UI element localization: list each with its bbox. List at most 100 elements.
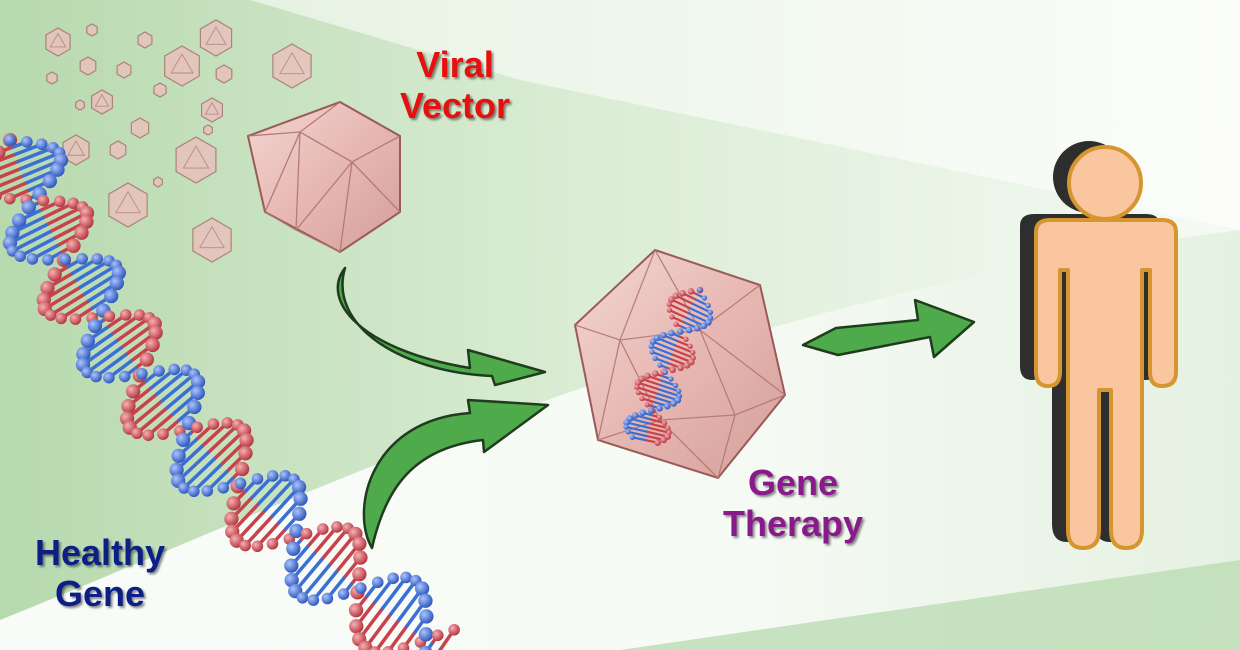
dna-base-pair bbox=[637, 391, 658, 400]
dna-backbone-node bbox=[352, 536, 367, 551]
viral-vector-label-line-2: Vector bbox=[399, 85, 511, 126]
dna-backbone-node bbox=[397, 642, 410, 650]
dna-backbone-node bbox=[14, 250, 26, 262]
dna-backbone-node bbox=[121, 399, 136, 414]
dna-backbone-node bbox=[679, 289, 686, 297]
dna-backbone-node bbox=[157, 428, 169, 440]
dna-backbone-node bbox=[178, 482, 190, 494]
dna-backbone-node bbox=[667, 296, 675, 303]
dna-backbone-node bbox=[190, 374, 206, 389]
dna-backbone-node bbox=[701, 295, 708, 301]
dna-backbone-node bbox=[168, 363, 180, 376]
dna-backbone-node bbox=[321, 592, 334, 605]
dna-base-pair bbox=[78, 263, 119, 289]
dna-base-pair bbox=[319, 526, 350, 562]
viral-vector-label-line-1: Viral bbox=[416, 44, 494, 85]
small-virus-particle-icon bbox=[90, 89, 114, 115]
small-virus-facet bbox=[115, 190, 141, 214]
dna-backbone-node bbox=[207, 418, 220, 430]
dna-backbone-node bbox=[286, 541, 301, 556]
dna-base-pair bbox=[0, 166, 23, 179]
dna-backbone-node bbox=[651, 370, 659, 377]
dna-backbone-node bbox=[625, 429, 631, 435]
healthy-gene-dna-helix-icon bbox=[0, 132, 460, 650]
dna-backbone-node bbox=[337, 588, 350, 600]
dna-base-pair bbox=[646, 426, 671, 434]
dna-backbone-node bbox=[21, 200, 36, 215]
dna-backbone-node bbox=[133, 309, 146, 321]
dna-backbone-node bbox=[42, 253, 54, 266]
dna-backbone-node bbox=[623, 419, 630, 426]
dna-backbone-node bbox=[707, 309, 714, 315]
arrow-viral-to-therapy-icon bbox=[336, 266, 547, 387]
dna-base-pair bbox=[670, 298, 693, 310]
dna-base-pair bbox=[19, 151, 62, 171]
dna-backbone-node bbox=[153, 365, 165, 377]
dna-backbone-node bbox=[632, 412, 639, 419]
dna-backbone-node bbox=[369, 646, 381, 650]
dna-backbone-node bbox=[293, 491, 308, 506]
dna-backbone-node bbox=[666, 307, 673, 313]
dna-backbone-node bbox=[634, 384, 640, 390]
small-virus-facet bbox=[170, 53, 194, 74]
small-virus-particle-icon bbox=[86, 23, 98, 37]
dna-backbone-node bbox=[644, 402, 650, 408]
dna-backbone-node bbox=[79, 214, 94, 229]
dna-base-pair bbox=[380, 575, 408, 611]
dna-base-pair bbox=[671, 348, 695, 359]
dna-backbone-node bbox=[53, 195, 66, 208]
dna-backbone-node bbox=[289, 523, 304, 539]
dna-backbone-node bbox=[171, 448, 186, 464]
healthy-gene-label-line-2: Gene bbox=[54, 573, 146, 614]
dna-backbone-node bbox=[307, 594, 320, 606]
dna-base-pair bbox=[16, 145, 55, 164]
viral-vector-capsid-icon bbox=[246, 100, 401, 254]
dna-base-pair bbox=[651, 340, 675, 351]
small-virus-particle-icon bbox=[46, 71, 58, 85]
dna-backbone-node bbox=[700, 322, 708, 330]
dna-backbone-node bbox=[104, 288, 119, 304]
small-virus-facet bbox=[204, 101, 220, 115]
inserted-dna-helix-icon bbox=[623, 286, 714, 447]
small-virus-facet bbox=[49, 32, 67, 48]
dna-base-pair bbox=[651, 350, 671, 360]
dna-backbone-node bbox=[284, 558, 299, 573]
dna-backbone-node bbox=[657, 362, 663, 368]
dna-backbone-node bbox=[120, 309, 132, 321]
dna-backbone-node bbox=[705, 302, 711, 309]
dna-base-pair bbox=[160, 372, 197, 403]
dna-backbone-node bbox=[690, 349, 696, 356]
dna-backbone-node bbox=[131, 427, 143, 440]
dna-backbone-node bbox=[296, 592, 309, 604]
dna-backbone-node bbox=[76, 252, 88, 265]
small-virus-facet bbox=[66, 140, 86, 156]
healthy-gene-label-line-1: Healthy bbox=[34, 532, 166, 573]
dna-backbone-node bbox=[47, 267, 62, 282]
dna-base-pair bbox=[625, 421, 649, 429]
dna-backbone-node bbox=[349, 619, 364, 634]
gene-therapy-label-line-1: Gene bbox=[747, 462, 839, 503]
dna-base-pair bbox=[300, 564, 331, 600]
dna-base-pair bbox=[243, 514, 274, 548]
dna-base-pair bbox=[388, 578, 418, 617]
dna-backbone-node bbox=[685, 326, 693, 334]
dna-backbone-node bbox=[103, 371, 115, 384]
dna-backbone-node bbox=[3, 192, 16, 205]
dna-base-pair bbox=[74, 259, 111, 283]
dna-backbone-node bbox=[387, 572, 399, 585]
dna-base-pair bbox=[10, 230, 52, 253]
dna-base-pair bbox=[311, 570, 339, 602]
dna-backbone-node bbox=[673, 321, 679, 327]
dna-backbone-node bbox=[418, 593, 433, 608]
dna-backbone-node bbox=[118, 370, 131, 383]
small-virus-particle-icon bbox=[272, 43, 312, 89]
dna-backbone-node bbox=[400, 571, 412, 584]
dna-backbone-node bbox=[284, 573, 299, 588]
dna-backbone-node bbox=[80, 333, 95, 348]
dna-base-pair bbox=[687, 312, 710, 324]
gene-therapy-capsid-icon bbox=[573, 248, 787, 480]
dna-backbone-node bbox=[634, 379, 642, 386]
small-virus-particle-icon bbox=[175, 136, 217, 184]
dna-backbone-node bbox=[221, 417, 234, 429]
